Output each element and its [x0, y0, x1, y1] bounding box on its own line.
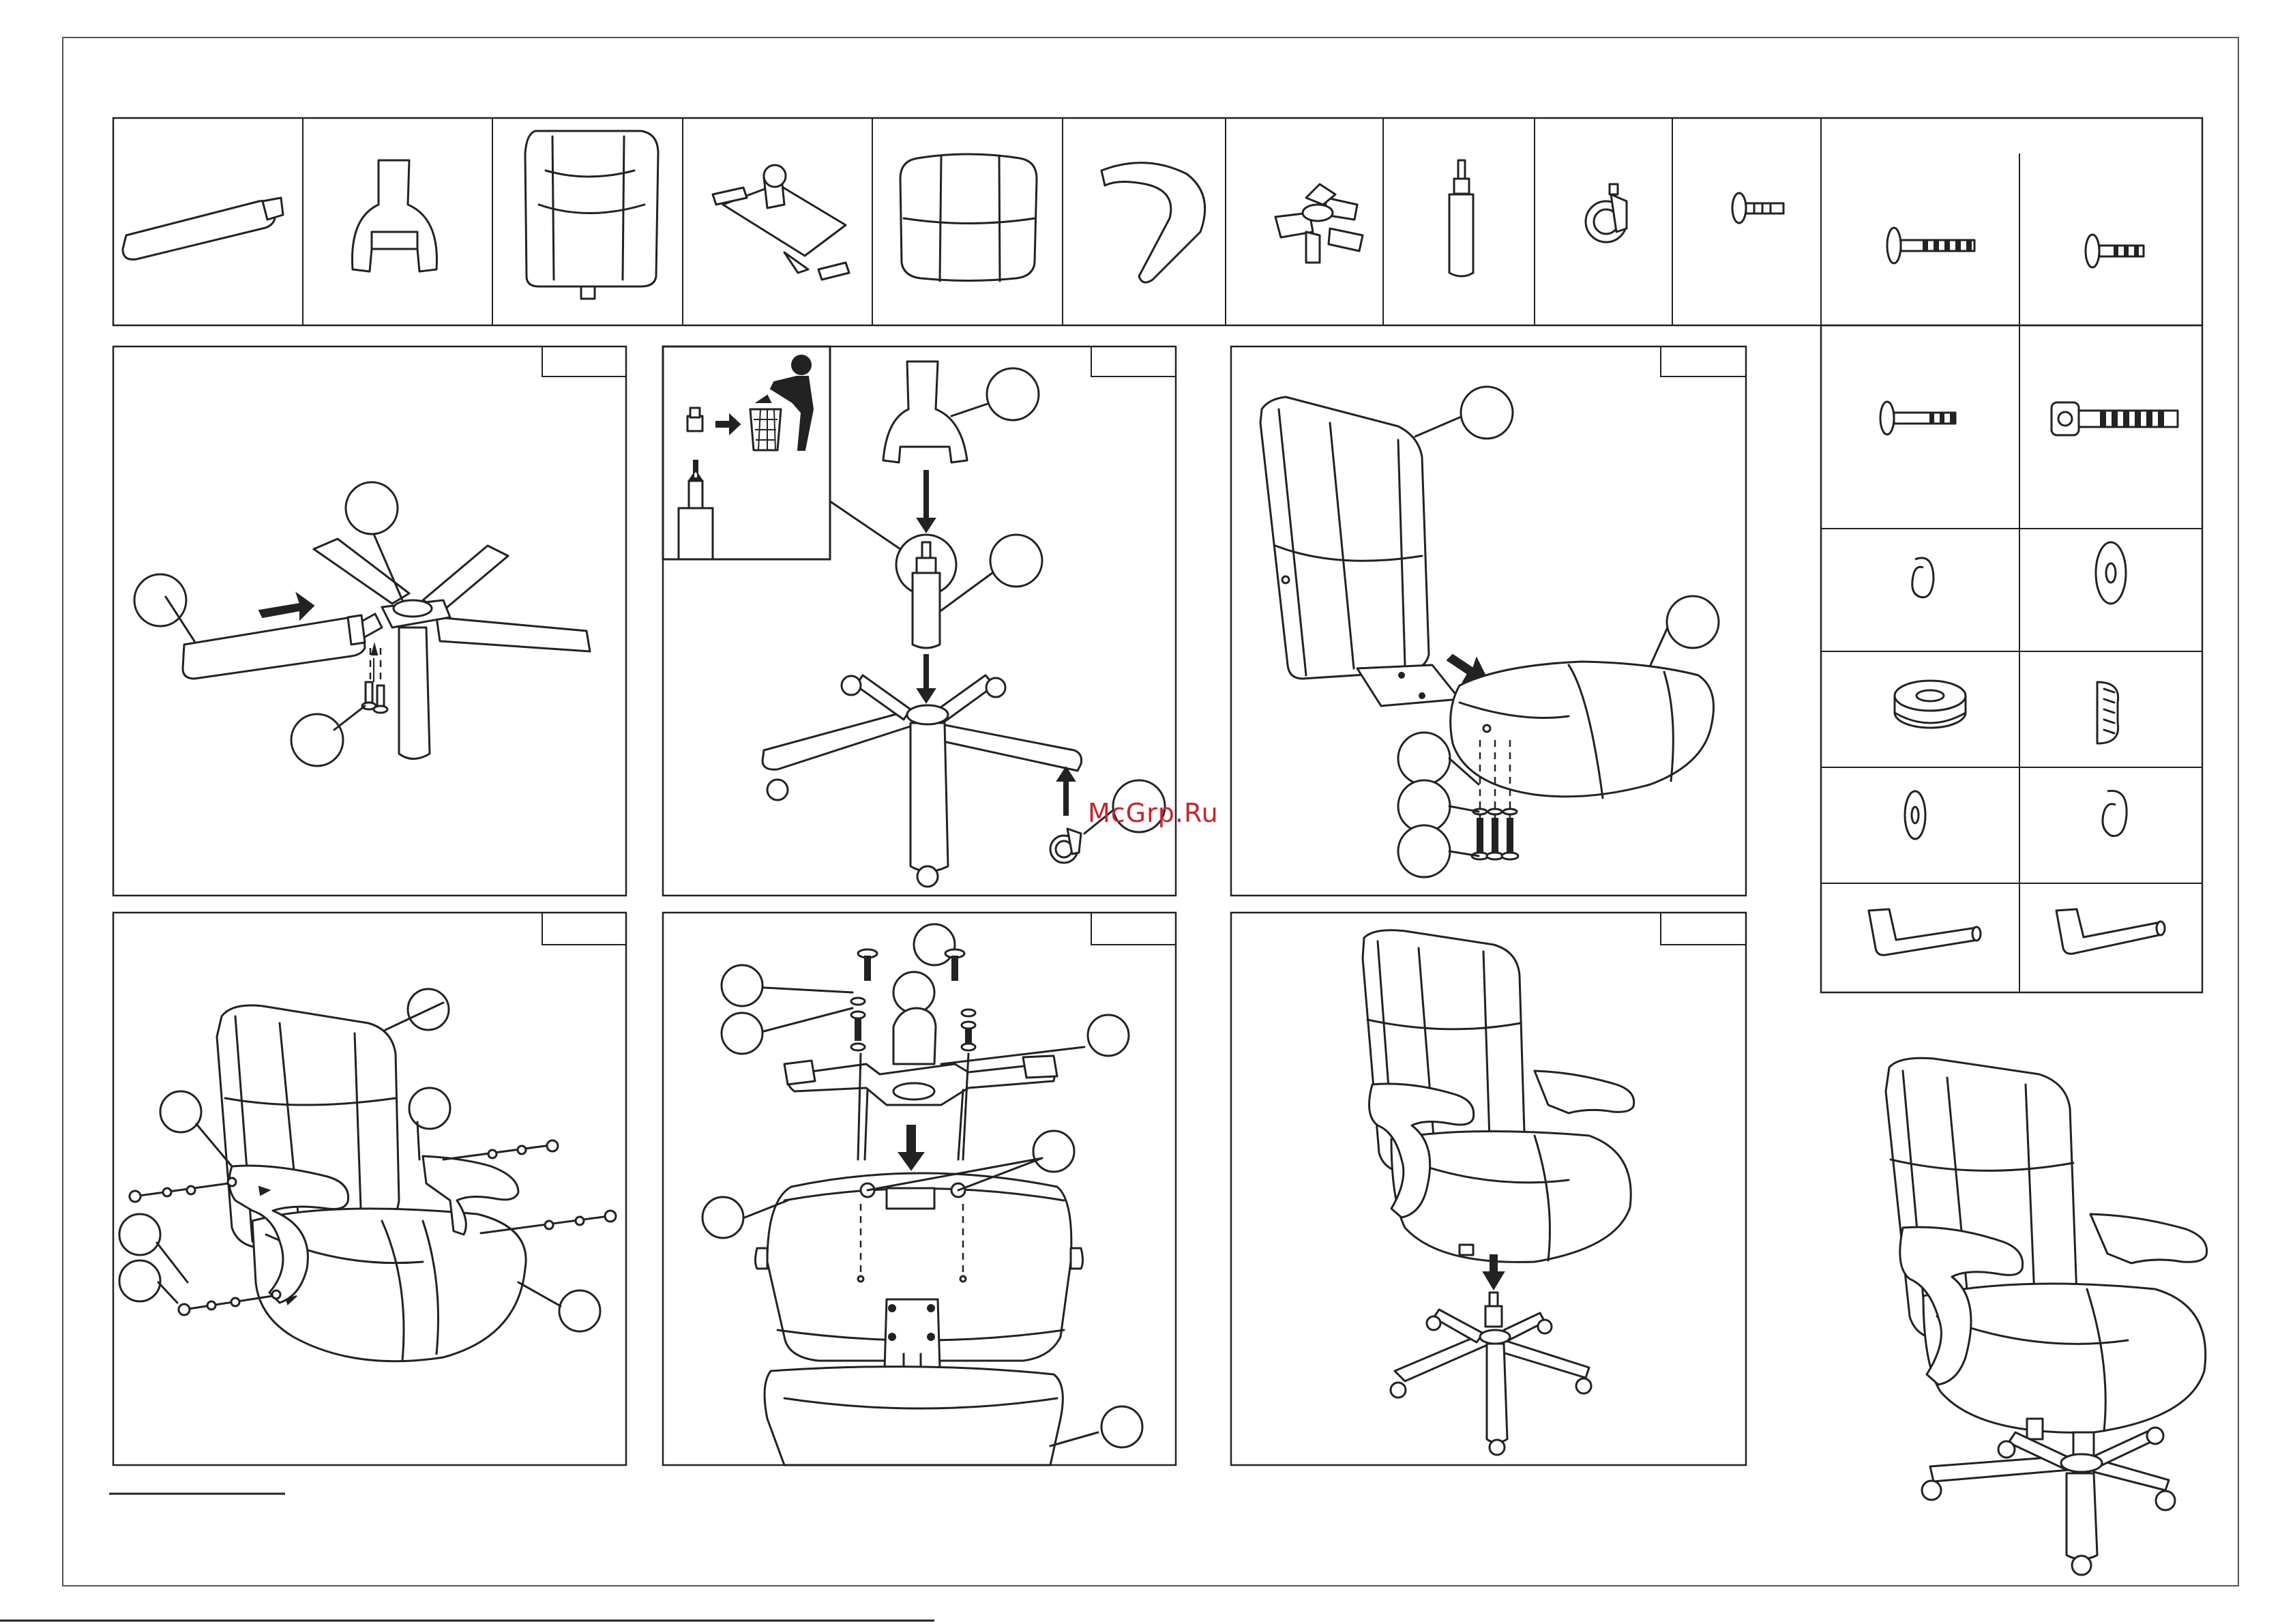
- part-base-icon: [1275, 184, 1363, 263]
- part-backrest-bracket-icon: [352, 160, 436, 271]
- callout-circle: [914, 924, 955, 965]
- callout-circle: [1101, 1406, 1142, 1447]
- callout-circle: [1398, 825, 1450, 877]
- callout-circle: [119, 1214, 160, 1255]
- callout-circle: [1033, 1131, 1074, 1172]
- step-5-panel: [663, 913, 1176, 1465]
- hw-bolt-long-icon: [1887, 228, 1974, 263]
- callout-circle: [1667, 596, 1719, 648]
- hw-bolt-medium-icon: [1880, 402, 1955, 434]
- callout-circle: [702, 1197, 743, 1238]
- hardware-table: [1821, 153, 2202, 992]
- step-1-panel: [113, 346, 626, 896]
- part-bolt-small-icon: [1732, 193, 1783, 223]
- callout-circle: [722, 1013, 762, 1054]
- callout-circle: [559, 1290, 600, 1331]
- hw-allen-key-small-icon: [2056, 909, 2165, 954]
- hw-spring-washer-icon: [1912, 558, 1934, 597]
- callout-circle: [1398, 733, 1450, 784]
- callout-circle: [160, 1091, 201, 1132]
- callout-circle: [990, 535, 1042, 587]
- callout-circle: [346, 482, 398, 534]
- part-arm-pad-icon: [1101, 163, 1205, 282]
- part-caster-icon: [1586, 184, 1627, 242]
- callout-circle: [1088, 1015, 1129, 1056]
- part-tilt-mechanism-icon: [713, 165, 849, 280]
- part-gas-lift-icon: [1449, 160, 1473, 276]
- hw-flat-washer-small-icon: [1905, 791, 1925, 839]
- step-6-panel: [1231, 913, 1746, 1465]
- hw-spring-washer-small-icon: [2103, 791, 2127, 836]
- callout-circle: [987, 368, 1039, 420]
- watermark-text: McGrp.Ru: [1088, 798, 1219, 828]
- parts-table: [113, 118, 2202, 992]
- callout-circle: [119, 1260, 160, 1301]
- hw-bolt-short-icon: [2086, 235, 2144, 267]
- step-3-panel: [1231, 346, 1746, 896]
- part-backrest-icon: [525, 131, 658, 299]
- callout-circle: [893, 972, 934, 1013]
- callout-circle: [134, 574, 186, 626]
- hw-allen-key-large-icon: [1869, 909, 1981, 955]
- hw-flat-washer-icon: [2096, 542, 2126, 604]
- part-armrest-icon: [123, 198, 283, 259]
- callout-circle: [722, 965, 762, 1006]
- callout-circle: [291, 714, 343, 766]
- step-4-panel: [109, 913, 626, 1494]
- hw-spacer-ring-icon: [1895, 681, 1966, 728]
- hw-plug-icon: [2097, 682, 2118, 743]
- callout-circle: [1461, 387, 1513, 439]
- part-seat-icon: [900, 154, 1037, 281]
- hw-hex-bolt-icon: [2052, 402, 2178, 435]
- callout-circle: [409, 1088, 450, 1129]
- assembled-chair-illustration: [1886, 1058, 2207, 1575]
